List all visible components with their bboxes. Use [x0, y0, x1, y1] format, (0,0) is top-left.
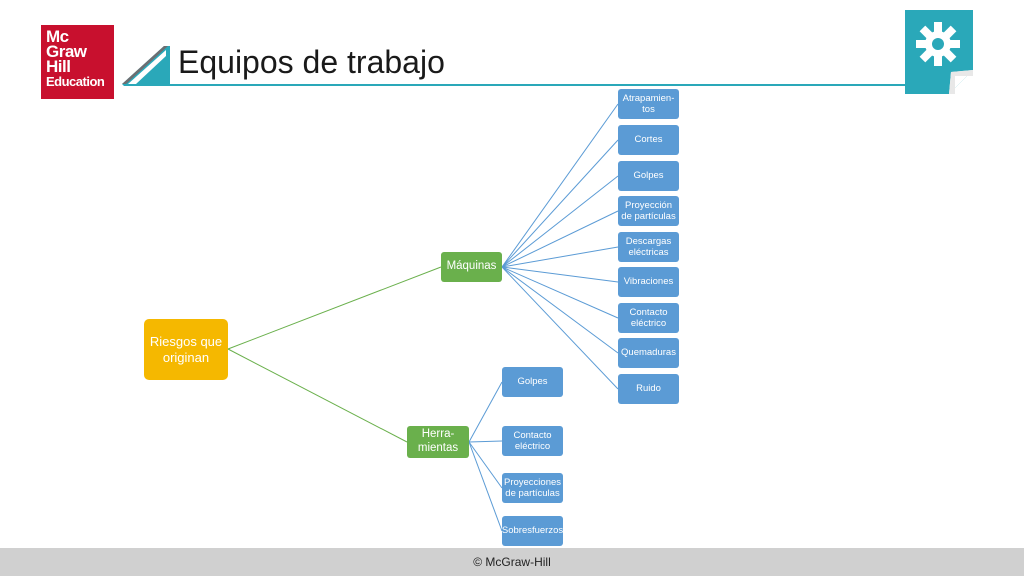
leaf-label: Ruido: [636, 383, 661, 395]
mcgraw-hill-logo: Mc Graw Hill Education: [41, 25, 114, 99]
connector-line: [468, 381, 503, 443]
leaf-node: Golpes: [618, 161, 679, 191]
leaf-label: Golpes: [517, 376, 548, 388]
connector-line: [468, 441, 503, 489]
leaf-node: Contacto eléctrico: [502, 426, 563, 456]
leaf-label: Descargas eléctricas: [625, 235, 672, 258]
leaf-label: Proyección de partículas: [621, 199, 676, 222]
footer: © McGraw-Hill: [0, 548, 1024, 576]
title-decoration: [122, 46, 170, 86]
page-title: Equipos de trabajo: [178, 44, 445, 80]
connector-line: [501, 103, 619, 268]
leaf-node: Vibraciones: [618, 267, 679, 297]
logo-line: Mc: [46, 27, 69, 46]
connector-line: [468, 441, 503, 532]
connector-line: [501, 139, 619, 268]
root-node: Riesgos que originan: [144, 319, 228, 380]
connector-line: [227, 266, 442, 350]
title-rule: [170, 84, 906, 86]
leaf-label: Proyecciones de partículas: [503, 476, 562, 499]
root-label: Riesgos que originan: [149, 333, 223, 365]
leaf-label: Quemaduras: [621, 347, 676, 359]
leaf-node: Atrapamien-tos: [618, 89, 679, 119]
logo-line: Hill: [46, 57, 71, 76]
connector-line: [501, 210, 619, 268]
leaf-label: Vibraciones: [623, 276, 674, 288]
connector-line: [501, 246, 619, 268]
leaf-label: Cortes: [634, 134, 663, 146]
connector-line: [501, 266, 619, 354]
leaf-node: Cortes: [618, 125, 679, 155]
leaf-node: Descargas eléctricas: [618, 232, 679, 262]
copyright-text: © McGraw-Hill: [473, 555, 551, 569]
connector-line: [501, 266, 619, 390]
node-herramientas: Herra-mientas: [407, 426, 469, 458]
leaf-label: Golpes: [633, 170, 664, 182]
connector-line: [501, 266, 619, 283]
connector-line: [501, 175, 619, 268]
leaf-node: Proyección de partículas: [618, 196, 679, 226]
leaf-label: Atrapamien-tos: [622, 92, 675, 115]
leaf-label: Contacto eléctrico: [513, 429, 552, 452]
connector-line: [501, 266, 619, 319]
leaf-node: Sobresfuerzos: [502, 516, 563, 546]
gear-icon: [905, 10, 973, 94]
leaf-label: Sobresfuerzos: [501, 525, 564, 537]
leaf-node: Quemaduras: [618, 338, 679, 368]
logo-line: Education: [46, 74, 105, 89]
connector-line: [227, 348, 408, 443]
logo-line: Graw: [46, 42, 87, 61]
node-maquinas-label: Máquinas: [446, 260, 497, 273]
leaf-node: Proyecciones de partículas: [502, 473, 563, 503]
node-maquinas: Máquinas: [441, 252, 502, 282]
leaf-node: Contacto eléctrico: [618, 303, 679, 333]
leaf-node: Golpes: [502, 367, 563, 397]
leaf-label: Contacto eléctrico: [629, 306, 668, 329]
connector-line: [468, 440, 503, 443]
node-herramientas-label: Herra-mientas: [417, 428, 459, 454]
leaf-node: Ruido: [618, 374, 679, 404]
